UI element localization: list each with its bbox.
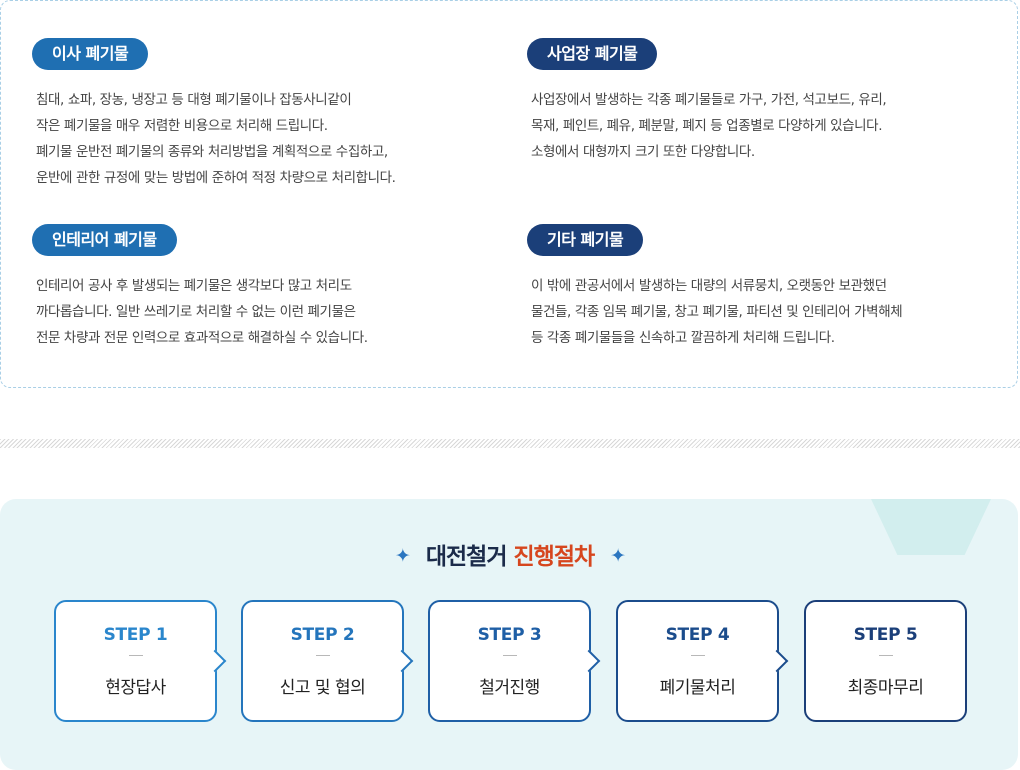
chevron-right-icon bbox=[390, 649, 414, 673]
step-label: 최종마무리 bbox=[847, 678, 924, 698]
service-description-line: 목재, 페인트, 폐유, 폐분말, 폐지 등 업종별로 다양하게 있습니다. bbox=[531, 118, 883, 134]
waste-services-panel: 이사 폐기물 침대, 쇼파, 장농, 냉장고 등 대형 폐기물이나 잡동사니같이… bbox=[0, 0, 1018, 388]
service-interior-waste: 인테리어 폐기물 인테리어 공사 후 발생되는 폐기물은 생각보다 많고 처리도… bbox=[32, 224, 368, 351]
process-step-2: STEP 2 신고 및 협의 bbox=[241, 600, 414, 722]
step-number: STEP 5 bbox=[853, 625, 918, 645]
process-step-1: STEP 1 현장답사 bbox=[54, 600, 227, 722]
step-dash bbox=[128, 655, 143, 656]
process-step-5: STEP 5 최종마무리 bbox=[804, 600, 967, 722]
step-label: 폐기물처리 bbox=[659, 678, 736, 698]
process-step-3: STEP 3 철거진행 bbox=[428, 600, 601, 722]
hatched-divider bbox=[0, 439, 1020, 448]
step-dash bbox=[315, 655, 330, 656]
service-other-waste: 기타 폐기물 이 밖에 관공서에서 발생하는 대량의 서류뭉치, 오랫동안 보관… bbox=[527, 224, 903, 351]
service-title-badge: 기타 폐기물 bbox=[527, 224, 644, 256]
step-label: 철거진행 bbox=[479, 678, 540, 698]
service-description-line: 운반에 관한 규정에 맞는 방법에 준하여 적정 차량으로 처리합니다. bbox=[36, 170, 396, 186]
process-title: ✦ 대전철거 진행절차 ✦ bbox=[0, 537, 1018, 571]
process-title-main: 대전철거 bbox=[425, 544, 508, 570]
chevron-right-icon bbox=[765, 649, 789, 673]
service-description-line: 이 밖에 관공서에서 발생하는 대량의 서류뭉치, 오랫동안 보관했던 bbox=[531, 278, 887, 294]
service-description-line: 등 각종 폐기물들을 신속하고 깔끔하게 처리해 드립니다. bbox=[531, 330, 835, 346]
step-dash bbox=[878, 655, 893, 656]
service-title-badge: 인테리어 폐기물 bbox=[32, 224, 177, 256]
process-section: ✦ 대전철거 진행절차 ✦ STEP 1 현장답사 STEP 2 신고 및 협의 S… bbox=[0, 499, 1018, 770]
step-number: STEP 3 bbox=[477, 625, 542, 645]
chevron-right-icon bbox=[577, 649, 601, 673]
process-step-4: STEP 4 폐기물처리 bbox=[616, 600, 789, 722]
service-description-line: 폐기물 운반전 폐기물의 종류와 처리방법을 계획적으로 수집하고, bbox=[36, 144, 388, 160]
chevron-right-icon bbox=[203, 649, 227, 673]
process-title-accent: 진행절차 bbox=[513, 544, 596, 570]
service-moving-waste: 이사 폐기물 침대, 쇼파, 장농, 냉장고 등 대형 폐기물이나 잡동사니같이… bbox=[32, 38, 396, 191]
service-title-badge: 사업장 폐기물 bbox=[527, 38, 658, 70]
service-description-line: 전문 차량과 전문 인력으로 효과적으로 해결하실 수 있습니다. bbox=[36, 330, 368, 346]
step-number: STEP 4 bbox=[665, 625, 730, 645]
service-description-line: 침대, 쇼파, 장농, 냉장고 등 대형 폐기물이나 잡동사니같이 bbox=[36, 92, 352, 108]
service-description-line: 작은 폐기물을 매우 저렴한 비용으로 처리해 드립니다. bbox=[36, 118, 328, 134]
service-description-line: 사업장에서 발생하는 각종 폐기물들로 가구, 가전, 석고보드, 유리, bbox=[531, 92, 887, 108]
step-number: STEP 1 bbox=[103, 625, 168, 645]
service-description-line: 인테리어 공사 후 발생되는 폐기물은 생각보다 많고 처리도 bbox=[36, 278, 352, 294]
service-description-line: 소형에서 대형까지 크기 또한 다양합니다. bbox=[531, 144, 755, 160]
step-number: STEP 2 bbox=[290, 625, 355, 645]
service-description: 사업장에서 발생하는 각종 폐기물들로 가구, 가전, 석고보드, 유리, 목재… bbox=[527, 87, 887, 165]
service-description: 인테리어 공사 후 발생되는 폐기물은 생각보다 많고 처리도 까다롭습니다. … bbox=[32, 273, 368, 351]
service-title-badge: 이사 폐기물 bbox=[32, 38, 149, 70]
service-description-line: 까다롭습니다. 일반 쓰레기로 처리할 수 없는 이런 폐기물은 bbox=[36, 304, 356, 320]
service-description: 이 밖에 관공서에서 발생하는 대량의 서류뭉치, 오랫동안 보관했던 물건들,… bbox=[527, 273, 903, 351]
sparkle-icon: ✦ bbox=[610, 545, 626, 567]
step-label: 현장답사 bbox=[105, 678, 166, 698]
service-description-line: 물건들, 각종 임목 폐기물, 창고 폐기물, 파티션 및 인테리어 가벽해체 bbox=[531, 304, 903, 320]
sparkle-icon: ✦ bbox=[394, 545, 411, 567]
service-business-waste: 사업장 폐기물 사업장에서 발생하는 각종 폐기물들로 가구, 가전, 석고보드… bbox=[527, 38, 887, 165]
service-description: 침대, 쇼파, 장농, 냉장고 등 대형 폐기물이나 잡동사니같이 작은 폐기물… bbox=[32, 87, 396, 191]
step-dash bbox=[690, 655, 705, 656]
step-label: 신고 및 협의 bbox=[279, 678, 366, 698]
step-dash bbox=[502, 655, 517, 656]
